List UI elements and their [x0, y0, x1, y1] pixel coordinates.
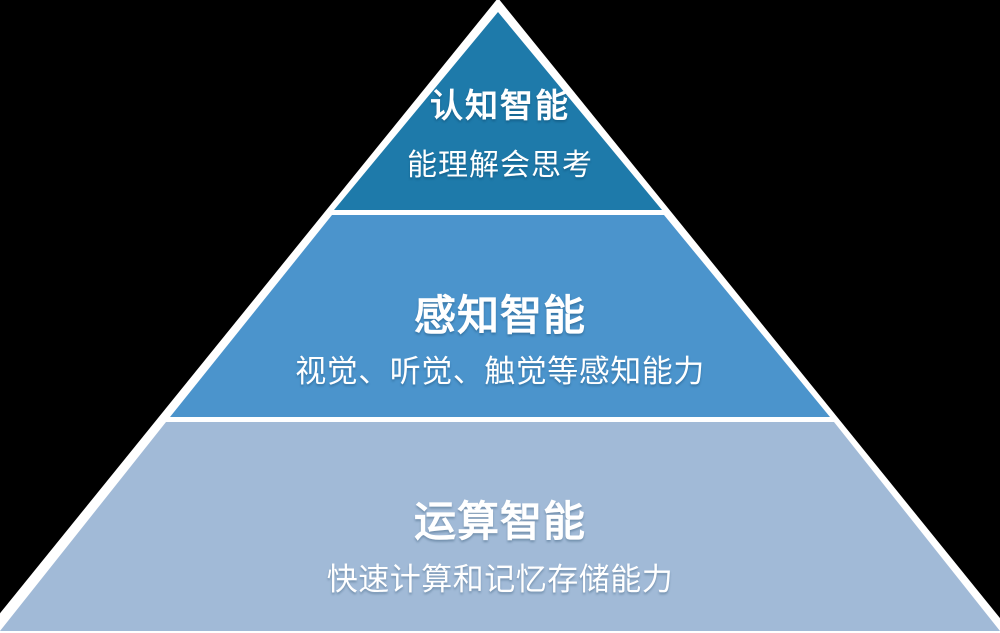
tier-computational-subtitle: 快速计算和记忆存储能力: [327, 562, 674, 597]
tier-computational-shape: [0, 422, 1000, 631]
tier-cognitive-subtitle: 能理解会思考: [407, 149, 593, 182]
tier-computational-title: 运算智能: [414, 498, 586, 545]
tier-perceptual-shape: [170, 215, 830, 417]
tier-perceptual-title: 感知智能: [414, 292, 586, 339]
tier-cognitive-shape: [334, 12, 662, 210]
tier-cognitive-title: 认知智能: [430, 87, 570, 124]
tier-perceptual-subtitle: 视觉、听觉、触觉等感知能力: [295, 354, 705, 389]
